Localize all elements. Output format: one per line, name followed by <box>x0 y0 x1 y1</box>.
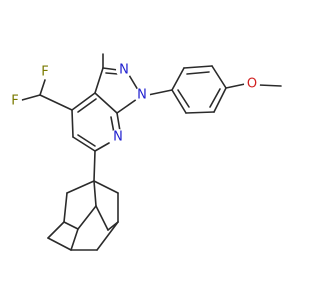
bond-ad-12 <box>47 237 72 251</box>
bond-ad-8 <box>47 221 65 239</box>
bond-ad-11 <box>96 221 119 251</box>
bond-ad-2 <box>93 180 119 194</box>
bond-ad-9 <box>63 221 79 230</box>
bond-ar-2-double <box>186 71 210 75</box>
bond-n1-c7a <box>116 98 138 114</box>
bond-ar-6 <box>171 89 187 114</box>
structure-diagram: F F N N N O <box>8 53 282 251</box>
bond-c6-n7 <box>94 142 110 152</box>
bond-ad-4 <box>63 192 68 223</box>
atom-label-f1: F <box>38 65 52 80</box>
bond-n1-aryl <box>147 89 173 96</box>
bond-c3-c3a <box>94 67 104 94</box>
bond-c6-adamantyl <box>93 150 96 182</box>
bond-ad-1 <box>66 180 95 194</box>
bond-ar-6-double <box>177 89 190 108</box>
bond-n2-n1 <box>128 74 139 91</box>
bond-ad-14 <box>70 228 79 251</box>
bond-ad-7 <box>95 205 109 231</box>
bond-ar-4-double <box>209 88 221 108</box>
bond-ar-2 <box>183 65 213 69</box>
bond-c3-n2 <box>102 67 119 71</box>
bond-c3a-c4-double <box>77 98 97 113</box>
bond-ar-1 <box>171 67 185 91</box>
atom-label-n1: N <box>134 87 150 103</box>
bond-c5-c6 <box>72 136 96 152</box>
bond-ar-3 <box>211 65 227 89</box>
bond-ar-5 <box>185 111 215 114</box>
bond-ad-6 <box>77 205 97 230</box>
bond-n7-c7a-double <box>110 116 115 134</box>
svg-text:N: N <box>113 130 123 145</box>
bond-c3a-c4 <box>71 92 96 111</box>
atom-label-n2: N <box>116 62 132 78</box>
atom-label-o: O <box>244 76 260 92</box>
molecule-canvas: F F N N N O <box>8 53 282 251</box>
bond-c-f2 <box>21 94 41 101</box>
bond-c5-c6-double <box>77 134 96 147</box>
bond-o-ch3 <box>258 84 282 87</box>
bond-c3-n2-double <box>105 72 119 75</box>
bond-c-f1 <box>39 79 46 96</box>
bond-chf2-c4 <box>39 94 73 111</box>
bond-ad-3 <box>93 180 97 207</box>
atom-label-f2: F <box>8 94 22 109</box>
bond-ar-o <box>225 83 246 89</box>
svg-text:N: N <box>119 63 129 78</box>
svg-text:O: O <box>247 77 257 92</box>
bond-n7-c7a <box>116 112 121 132</box>
bond-ar-4 <box>213 87 227 113</box>
svg-text:F: F <box>11 94 18 109</box>
svg-text:N: N <box>137 88 147 103</box>
svg-text:F: F <box>41 65 48 80</box>
atom-label-n7: N <box>110 129 126 145</box>
bond-c4-c5 <box>71 109 74 138</box>
bond-c7a-c3a <box>94 92 118 114</box>
